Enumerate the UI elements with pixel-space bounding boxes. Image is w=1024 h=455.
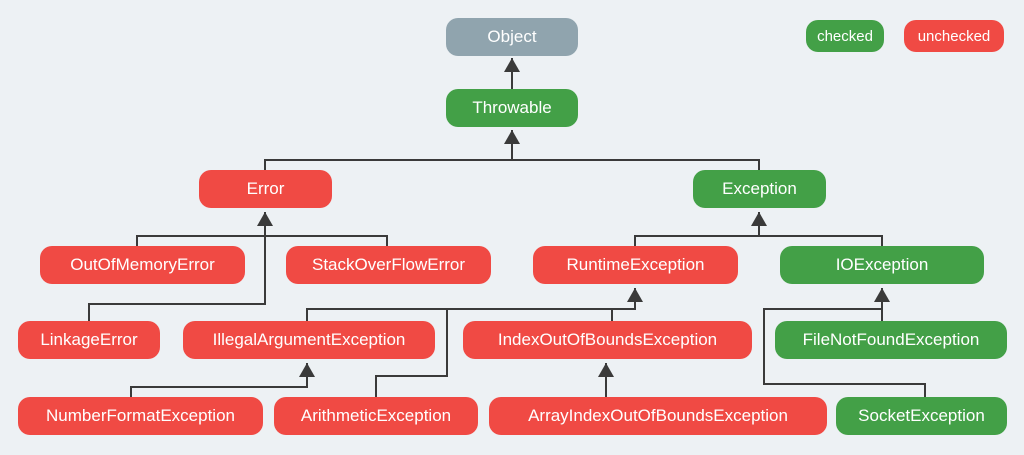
node-runtimeexception: RuntimeException <box>533 246 738 284</box>
legend-unchecked-label: unchecked <box>917 27 991 45</box>
node-stackoverflowerror: StackOverFlowError <box>286 246 491 284</box>
node-arithmeticexception-label: ArithmeticException <box>300 406 452 425</box>
arrow-into-runtimeexception <box>627 288 643 302</box>
arrow-into-ioexception <box>874 288 890 302</box>
node-error: Error <box>199 170 332 208</box>
node-numberformatexception-label: NumberFormatException <box>46 406 235 425</box>
node-illegalargumentexception: IllegalArgumentException <box>183 321 435 359</box>
node-stackoverflowerror-label: StackOverFlowError <box>311 255 466 274</box>
node-filenotfoundexception: FileNotFoundException <box>775 321 1007 359</box>
arrow-into-illegalargumentexception <box>299 363 315 377</box>
node-socketexception: SocketException <box>836 397 1007 435</box>
legend-checked-label: checked <box>817 27 873 45</box>
node-outofmemoryerror-label: OutOfMemoryError <box>70 255 215 274</box>
connector-runtimeexception-to-exception <box>634 212 760 246</box>
connector-ioexception-to-exception <box>759 235 883 246</box>
node-ioexception-label: IOException <box>835 255 929 274</box>
node-object: Object <box>446 18 578 56</box>
connector-stackoverflowerror-to-error <box>265 235 388 246</box>
node-linkageerror: LinkageError <box>18 321 160 359</box>
legend-checked-badge: checked <box>806 20 884 52</box>
node-arrayindexoutofboundsexception: ArrayIndexOutOfBoundsException <box>489 397 827 435</box>
connector-linkageerror-to-error <box>88 236 266 321</box>
connector-error-to-throwable <box>264 130 513 170</box>
connector-socketexception-to-ioexception <box>763 308 926 397</box>
node-filenotfoundexception-label: FileNotFoundException <box>802 330 980 349</box>
connector-illegalargumentexception-to-runtimeexception <box>306 288 636 321</box>
node-outofmemoryerror: OutOfMemoryError <box>40 246 245 284</box>
node-arrayindexoutofboundsexception-label: ArrayIndexOutOfBoundsException <box>528 406 788 425</box>
node-numberformatexception: NumberFormatException <box>18 397 263 435</box>
node-linkageerror-label: LinkageError <box>40 330 138 349</box>
legend-unchecked-badge: unchecked <box>904 20 1004 52</box>
node-indexoutofboundsexception-label: IndexOutOfBoundsException <box>497 330 718 349</box>
arrow-into-throwable <box>504 130 520 144</box>
node-throwable-label: Throwable <box>472 98 552 117</box>
node-object-label: Object <box>487 27 537 46</box>
node-throwable: Throwable <box>446 89 578 127</box>
arrow-into-exception <box>751 212 767 226</box>
arrow-into-error <box>257 212 273 226</box>
connector-numberformatexception-to-illegalargumentexception <box>130 363 308 397</box>
node-exception-label: Exception <box>722 179 797 198</box>
node-illegalargumentexception-label: IllegalArgumentException <box>212 330 406 349</box>
node-error-label: Error <box>246 179 285 198</box>
connector-arithmeticexception-to-runtimeexception <box>375 309 448 397</box>
node-socketexception-label: SocketException <box>858 406 985 425</box>
node-arithmeticexception: ArithmeticException <box>274 397 478 435</box>
arrow-into-object <box>504 58 520 72</box>
node-indexoutofboundsexception: IndexOutOfBoundsException <box>463 321 752 359</box>
node-ioexception: IOException <box>780 246 984 284</box>
arrow-into-indexoutofboundsexception <box>598 363 614 377</box>
node-exception: Exception <box>693 170 826 208</box>
connector-exception-to-throwable <box>512 159 760 170</box>
connector-outofmemoryerror-to-error <box>136 212 266 246</box>
node-runtimeexception-label: RuntimeException <box>566 255 705 274</box>
